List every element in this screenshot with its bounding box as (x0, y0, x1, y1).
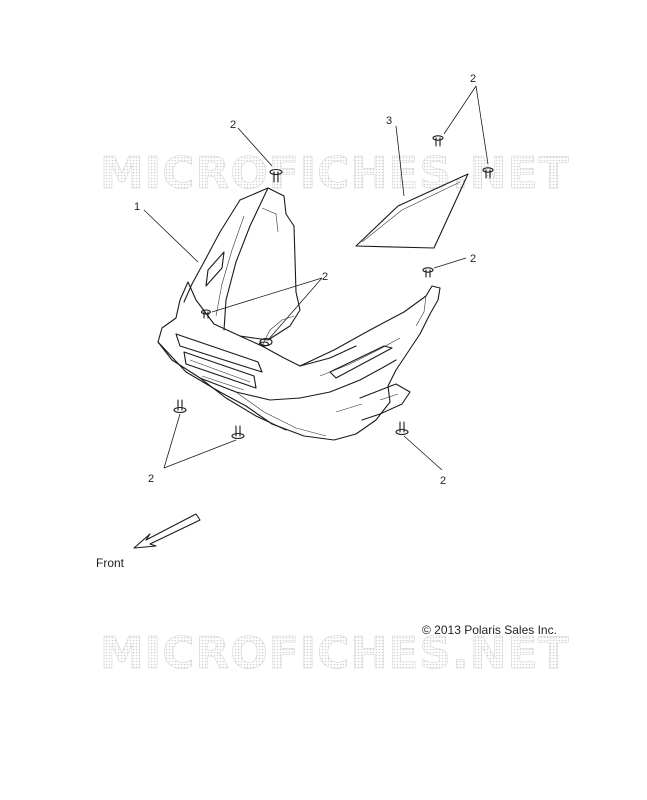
fastener-center-b (258, 341, 270, 347)
leader-2-center-b (267, 277, 323, 341)
fastener-bottom-left-b (231, 425, 245, 440)
fastener-top-right-b (482, 167, 494, 179)
watermark-top: MICROFICHES.NET (100, 148, 570, 199)
leader-3 (395, 125, 405, 197)
leader-2-bottomright (403, 435, 443, 471)
fasteners (173, 135, 494, 440)
leader-2-right (433, 257, 467, 269)
leader-2-center-a (211, 277, 323, 313)
fastener-top-right-a (432, 135, 444, 147)
fastener-center-a (200, 309, 212, 319)
callout-3: 3 (386, 115, 392, 127)
callout-2-center: 2 (322, 271, 328, 283)
fastener-bottom-left-a (173, 399, 187, 414)
watermark-bottom: MICROFICHES.NET (100, 628, 570, 679)
leader-1 (143, 209, 199, 263)
front-arrow (133, 513, 201, 549)
callout-2-right: 2 (470, 253, 476, 265)
callout-2-top: 2 (230, 119, 236, 131)
part-3-panel (355, 173, 469, 249)
callout-2-bottomright: 2 (440, 475, 446, 487)
part-1-front-cowl (157, 187, 441, 441)
callout-2-topright: 2 (470, 73, 476, 85)
leader-2-bottomleft-a (163, 413, 181, 469)
fastener-bottom-right (395, 421, 409, 436)
leader-lines (143, 85, 489, 471)
leader-2-bottomleft-b (163, 439, 237, 469)
copyright-text: © 2013 Polaris Sales Inc. (422, 623, 557, 637)
fastener-top-center (269, 168, 283, 183)
leader-2-topright-b (475, 85, 489, 165)
leader-2-topright-a (443, 85, 477, 135)
fastener-right (422, 267, 434, 278)
callout-2-bottomleft: 2 (148, 473, 154, 485)
callout-1: 1 (134, 201, 140, 213)
leader-2-top (237, 127, 273, 167)
front-label: Front (96, 556, 125, 570)
